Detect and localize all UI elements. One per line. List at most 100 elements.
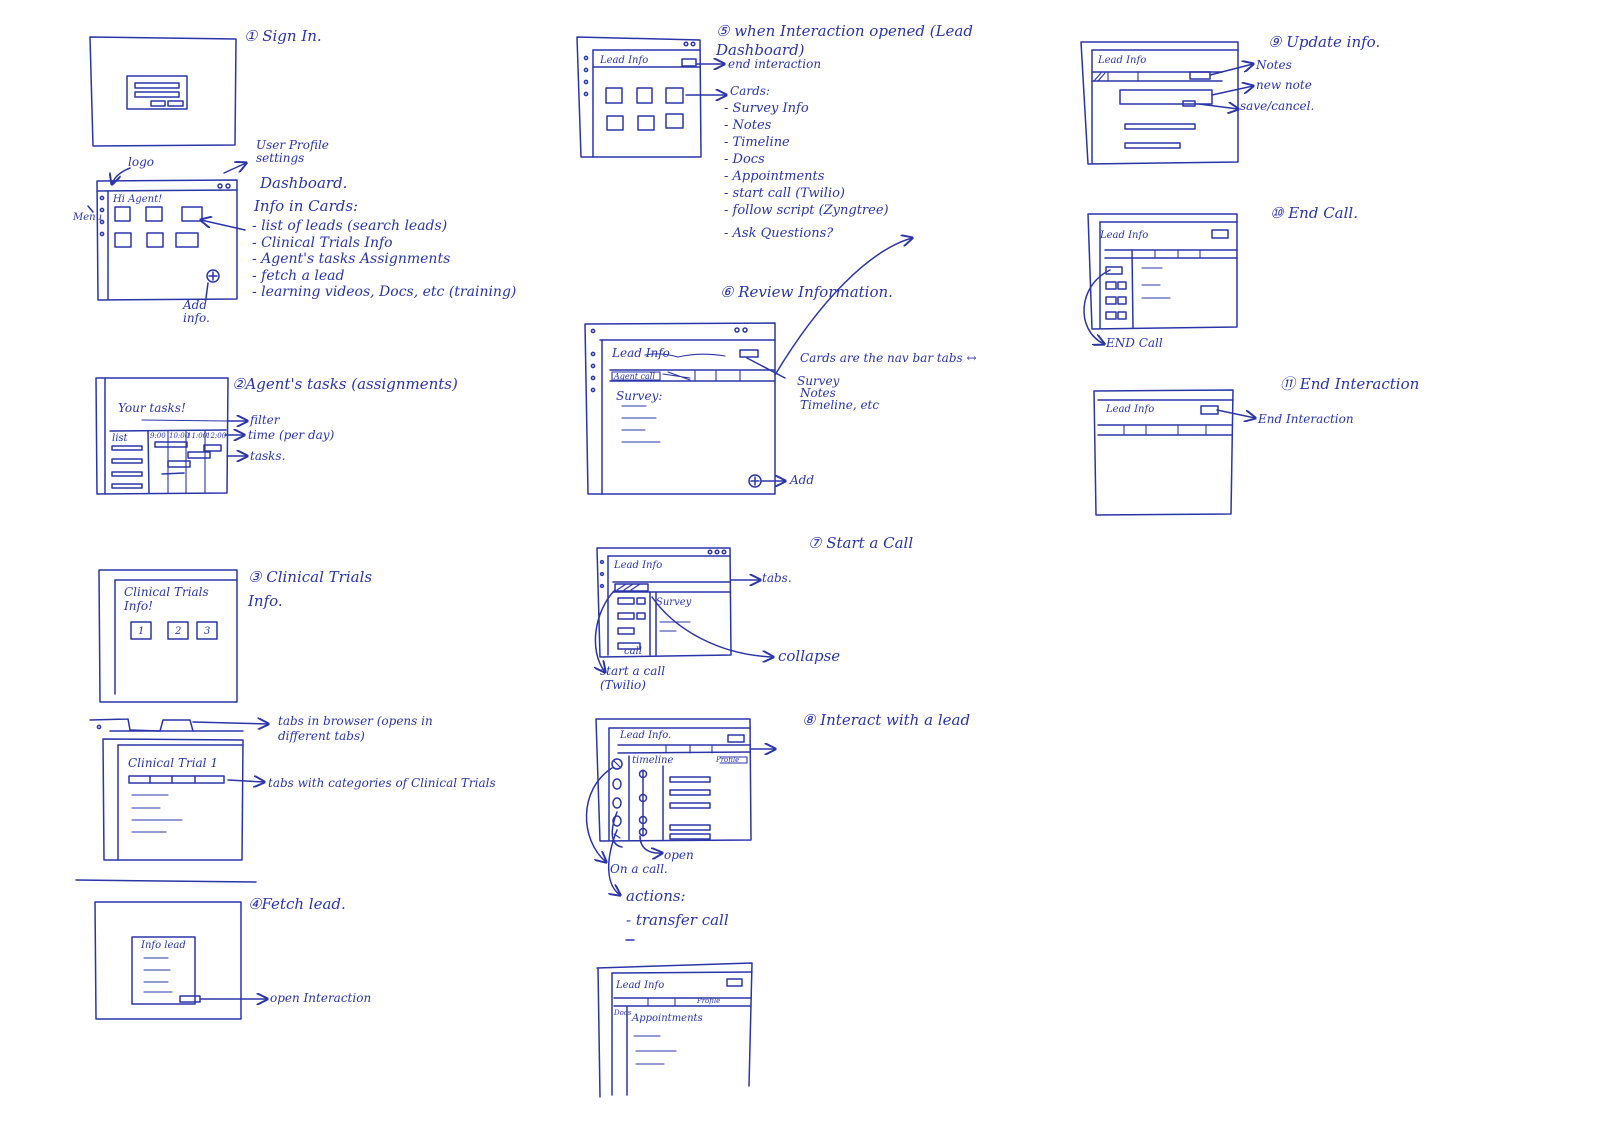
trial-card-1: 1 [138,626,145,637]
step-label-sign-in: ① Sign In. [244,27,322,45]
dashboard-card-list: - list of leads (search leads) - Clinica… [252,218,516,301]
frame-fetch-lead [94,901,267,1020]
lead-card-list: - Survey Info - Notes - Timeline - Docs … [724,100,889,242]
list-item: - Clinical Trials Info [252,234,393,251]
add-note: Add [790,473,815,487]
tasks-list-label: list [112,433,128,444]
frame-clinical-trial-browser [75,719,268,883]
step-label-clinical-trials: ③ Clinical Trials Info. [248,568,373,610]
lead-info-header: Lead Info [612,346,670,360]
lead-info-header: Lead Info [616,980,665,991]
trial-card-3: 3 [204,626,211,637]
step-label-agent-tasks: ②Agent's tasks (assignments) [232,375,458,393]
clinical-trials-heading: Clinical Trials Info! [124,585,209,613]
end-call-note: END Call [1106,336,1163,350]
cards-heading: Cards: [730,84,770,98]
add-info-note: Add info. [183,298,210,325]
tab-profile: Profile [716,756,740,764]
end-interaction-note: End Interaction [1258,412,1354,426]
dashboard-info-heading: Info in Cards: [254,197,359,215]
list-item: - follow script (Zyngtree) [724,203,889,218]
cards-note: Timeline, etc [800,398,880,412]
lead-info-header: Lead Info [1106,404,1155,415]
lead-info-header: Lead Info [1100,230,1149,241]
docs-side-label: Docs [614,1009,632,1017]
tab-agent-call: Agent call [614,372,655,381]
browser-tabs-note: tabs in browser (opens in different tabs… [278,714,433,743]
step-label-update-info: ⑨ Update info. [1268,33,1381,51]
tab-profile: Profile [697,997,721,1005]
lead-info-header: Lead Info [1098,55,1147,66]
frame-clinical-trials [98,569,238,703]
lead-info-header: Lead Info [614,560,663,571]
step-label-lead-dashboard: ⑤ when Interaction opened (Lead Dashboar… [716,22,973,59]
list-item: - Docs [724,152,765,167]
list-item: - Timeline [724,135,790,150]
tabs-note: tabs. [762,571,792,585]
on-call-note: On a call. [610,862,668,876]
open-note: open [664,848,694,862]
clinical-trial-title: Clinical Trial 1 [128,756,218,770]
frame-lead-dashboard [576,36,726,158]
step-label-interact-lead: ⑧ Interact with a lead [802,711,971,729]
step-label-fetch-lead: ④Fetch lead. [248,895,346,913]
cards-note: Notes [800,386,836,400]
start-call-note: start a call (Twilio) [600,664,666,692]
trial-card-2: 2 [175,626,182,637]
actions-heading: actions: [626,887,686,905]
update-note: save/cancel. [1240,99,1315,113]
category-tabs-note: tabs with categories of Clinical Trials [268,776,496,790]
update-note: Notes [1256,58,1292,72]
survey-section: Survey [656,597,692,608]
dashboard-title: Dashboard. [260,174,348,192]
step-label-start-call: ⑦ Start a Call [808,534,914,552]
list-item: - learning videos, Docs, etc (training) [252,284,517,300]
step-label-end-call: ⑩ End Call. [1270,204,1358,222]
frame-start-call [595,547,773,672]
open-interaction-note: open Interaction [270,991,372,1005]
call-card: call [624,646,642,657]
list-item: - Appointments [724,169,825,184]
lead-info-header: Lead Info [600,55,649,66]
frame-sign-in [89,36,237,147]
time-col: 11:00 [187,432,208,440]
tasks-heading: Your tasks! [118,401,186,415]
list-item: - Survey Info [724,101,809,116]
step-label-review-information: ⑥ Review Information. [720,283,893,301]
time-col: 10:00 [169,432,190,440]
tasks-note: filter [250,413,280,427]
timeline-section: timeline [632,755,674,766]
step-label-end-interaction: ⑪ End Interaction [1280,375,1420,393]
list-item: - Notes [724,118,772,133]
time-col: 9:00 [150,432,166,440]
frame-interact-lead [585,718,775,941]
time-col: 12:00 [206,432,227,440]
tasks-note: tasks. [250,449,286,463]
list-item: - list of leads (search leads) [252,218,448,234]
frame-agent-tasks [95,377,247,495]
frame-end-call [1083,213,1238,344]
info-lead-card: Info lead [141,940,186,951]
menu-note: Menu [73,212,103,223]
tasks-note: time (per day) [248,428,335,442]
list-item: - Ask Questions? [724,226,834,241]
logo-note: logo [128,155,154,169]
appointments-section: Appointments [632,1013,703,1024]
cards-note: Survey [797,374,840,388]
frame-appointments [596,962,753,1098]
lead-info-header: Lead Info. [620,730,672,741]
cards-note: Cards are the nav bar tabs ↔ [800,351,977,365]
transfer-call-action: - transfer call [626,911,729,929]
frame-end-interaction [1093,389,1255,516]
survey-section: Survey: [616,389,663,403]
frame-review-information [584,238,912,495]
user-profile-note: User Profile settings [256,138,329,165]
frame-update-info [1080,41,1253,165]
list-item: - fetch a lead [252,267,345,284]
collapse-note: collapse [778,647,841,665]
list-item: - Agent's tasks Assignments [252,251,451,267]
update-note: new note [1256,78,1312,92]
end-interaction-note: end interaction [728,57,822,71]
